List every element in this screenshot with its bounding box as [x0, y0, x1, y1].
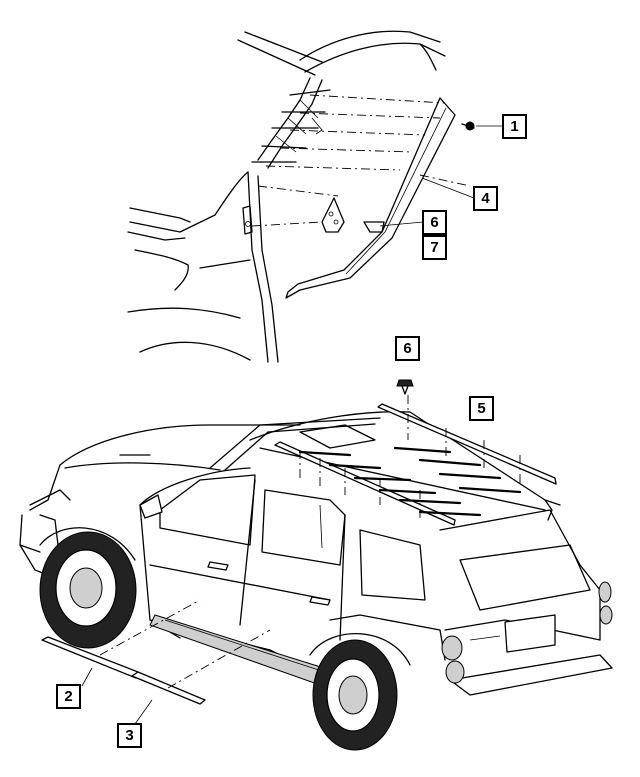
callout-6-bottom: 6 — [395, 336, 420, 361]
svg-text:1: 1 — [510, 118, 518, 135]
callout-3: 3 — [117, 723, 142, 748]
rear-wheel — [309, 633, 411, 751]
callout-4: 4 — [473, 186, 498, 211]
svg-text:4: 4 — [481, 190, 490, 207]
svg-text:3: 3 — [125, 727, 133, 744]
svg-text:5: 5 — [477, 400, 485, 417]
callout-7: 7 — [422, 235, 447, 260]
callout-5: 5 — [469, 396, 494, 421]
clip-fastener-icon — [396, 379, 414, 395]
svg-text:2: 2 — [64, 688, 72, 705]
pillar-detail-view — [127, 30, 503, 363]
callout-6-top: 6 — [422, 210, 447, 235]
suv-overall-view — [19, 379, 613, 751]
svg-text:6: 6 — [403, 340, 411, 357]
callout-2: 2 — [56, 684, 81, 709]
front-wheel — [39, 527, 137, 649]
push-pin-fastener-icon — [461, 121, 475, 131]
svg-text:6: 6 — [430, 214, 438, 231]
callout-1: 1 — [502, 114, 527, 139]
svg-text:7: 7 — [430, 239, 438, 256]
